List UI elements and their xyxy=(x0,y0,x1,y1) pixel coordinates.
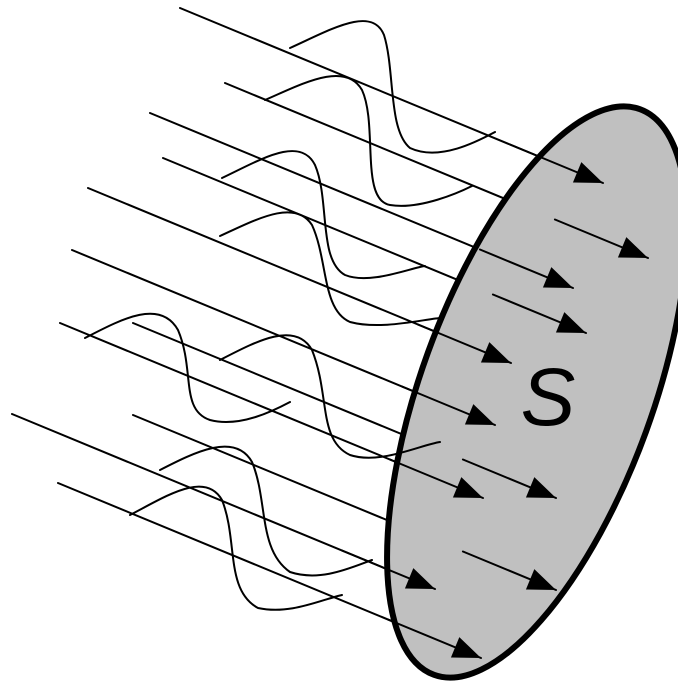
arrowhead-9 xyxy=(525,569,556,590)
wave-packet-4 xyxy=(219,211,441,327)
arrowhead-11 xyxy=(450,637,481,658)
arrowhead-1 xyxy=(572,162,603,183)
wave-packet-3 xyxy=(221,150,426,280)
arrowhead-3 xyxy=(542,267,573,288)
arrowhead-6 xyxy=(464,404,495,425)
wave-packet-8 xyxy=(129,485,343,611)
wave-packets xyxy=(84,20,496,611)
arrowhead-8 xyxy=(525,477,556,498)
arrowhead-10 xyxy=(404,568,435,589)
wave-packet-7 xyxy=(159,445,373,577)
arrowhead-7 xyxy=(452,477,483,498)
arrowhead-2 xyxy=(617,237,648,258)
wave-packet-5 xyxy=(84,312,291,423)
arrowhead-5 xyxy=(480,342,511,363)
rays-over-surface xyxy=(340,143,649,659)
wave-packet-6 xyxy=(219,334,441,459)
surface-label: S xyxy=(521,352,576,443)
wave-packet-2 xyxy=(264,74,473,207)
wave-packet-1 xyxy=(289,20,496,154)
arrowhead-4 xyxy=(555,312,586,333)
surface-s xyxy=(384,103,678,681)
